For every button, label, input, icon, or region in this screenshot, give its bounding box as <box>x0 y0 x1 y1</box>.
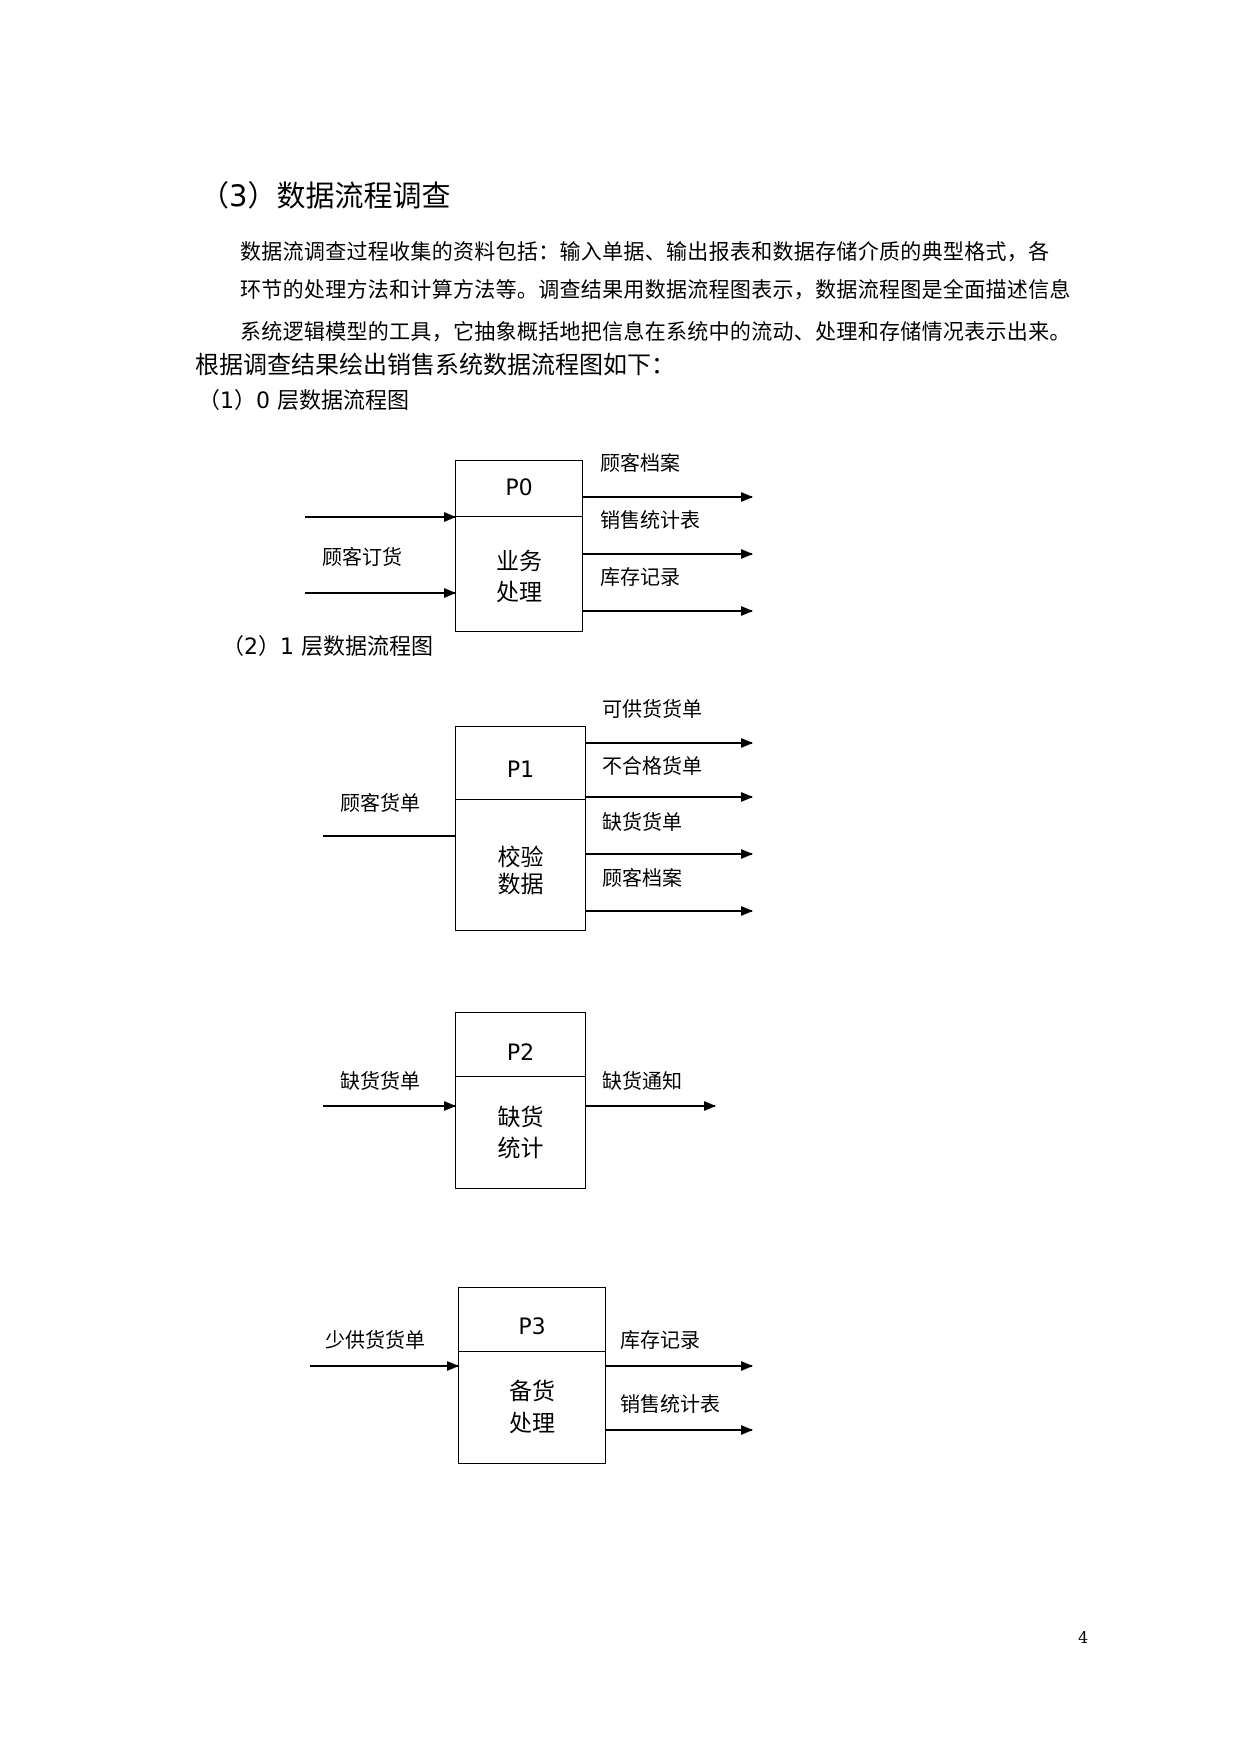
process-box-p0: P0 业务 处理 <box>455 460 583 632</box>
section-heading: （3）数据流程调查 <box>200 179 451 213</box>
p2-id: P2 <box>506 1041 535 1066</box>
process-box-p2: P2 缺货 统计 <box>455 1012 586 1189</box>
p2-name-line1: 缺货 <box>497 1105 544 1131</box>
p1-divider <box>456 799 585 800</box>
p1-id: P1 <box>506 758 535 783</box>
p0-name-line2: 处理 <box>496 580 542 606</box>
process-box-p1: P1 校验 数据 <box>455 726 586 931</box>
p0-name-line1: 业务 <box>496 549 542 575</box>
p1-name-line1: 校验 <box>497 845 544 871</box>
p2-name-line2: 统计 <box>497 1136 544 1162</box>
p3-output-label-2: 销售统计表 <box>620 1392 720 1416</box>
paragraph-line-2: 环节的处理方法和计算方法等。调查结果用数据流程图表示，数据流程图是全面描述信息 <box>240 278 1071 302</box>
p0-divider <box>456 516 582 517</box>
p0-output-label-1: 顾客档案 <box>600 451 680 475</box>
p1-output-label-2: 不合格货单 <box>602 754 702 778</box>
p1-input-label: 顾客货单 <box>340 791 420 815</box>
paragraph-line-3: 系统逻辑模型的工具，它抽象概括地把信息在系统中的流动、处理和存储情况表示出来。 <box>240 320 1071 344</box>
p3-divider <box>459 1351 605 1352</box>
p0-output-label-2: 销售统计表 <box>600 508 700 532</box>
p3-name-line2: 处理 <box>509 1411 555 1437</box>
p2-divider <box>456 1076 585 1077</box>
p0-id: P0 <box>505 476 533 501</box>
p1-output-label-3: 缺货货单 <box>602 810 682 834</box>
paragraph-line-1: 数据流调查过程收集的资料包括：输入单据、输出报表和数据存储介质的典型格式，各 <box>240 240 1050 264</box>
p1-output-label-1: 可供货货单 <box>602 697 702 721</box>
p1-name-line2: 数据 <box>497 872 544 898</box>
p3-id: P3 <box>518 1315 546 1340</box>
p3-input-label: 少供货货单 <box>325 1328 425 1352</box>
level0-title: （1）0 层数据流程图 <box>198 389 409 414</box>
level1-title: （2）1 层数据流程图 <box>222 635 433 660</box>
p3-output-label-1: 库存记录 <box>620 1328 700 1352</box>
intro-text: 根据调查结果绘出销售系统数据流程图如下： <box>195 351 675 379</box>
p1-output-label-4: 顾客档案 <box>602 866 682 890</box>
page-number: 4 <box>1078 1628 1089 1647</box>
process-box-p3: P3 备货 处理 <box>458 1287 606 1464</box>
p2-output-label-1: 缺货通知 <box>602 1069 682 1093</box>
p0-input-label: 顾客订货 <box>322 545 402 569</box>
p0-output-label-3: 库存记录 <box>600 565 680 589</box>
p3-name-line1: 备货 <box>509 1379 555 1405</box>
p2-input-label: 缺货货单 <box>340 1069 420 1093</box>
